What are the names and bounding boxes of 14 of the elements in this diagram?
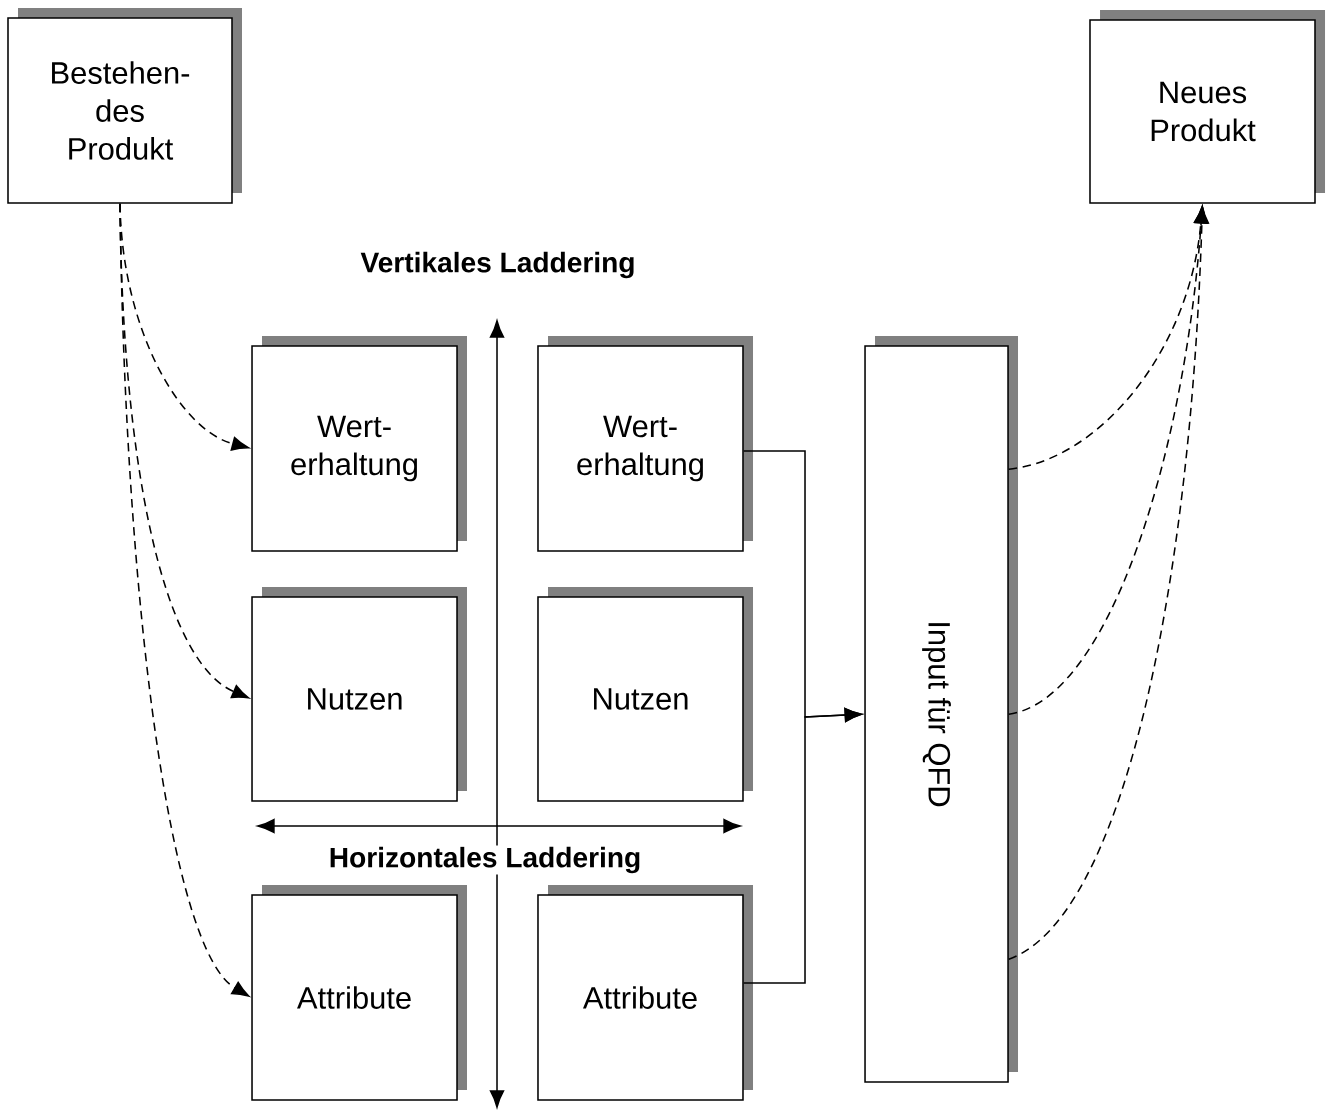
axis-label: Horizontales Laddering <box>327 845 643 875</box>
process-box: Wert- erhaltung <box>537 336 753 552</box>
process-box: Attribute <box>537 885 753 1101</box>
arrow <box>1008 206 1210 960</box>
arrow <box>743 707 862 984</box>
axis-label: Vertikales Laddering <box>359 250 637 280</box>
process-box: Nutzen <box>537 587 753 802</box>
process-box: Neues Produkt <box>1089 10 1325 204</box>
process-box: Bestehen- des Produkt <box>7 8 242 204</box>
process-box: Wert- erhaltung <box>251 336 467 552</box>
process-box: Attribute <box>251 885 467 1101</box>
arrow <box>119 203 250 997</box>
process-box: Nutzen <box>251 587 467 802</box>
process-box: Input für QFD <box>864 336 1018 1083</box>
